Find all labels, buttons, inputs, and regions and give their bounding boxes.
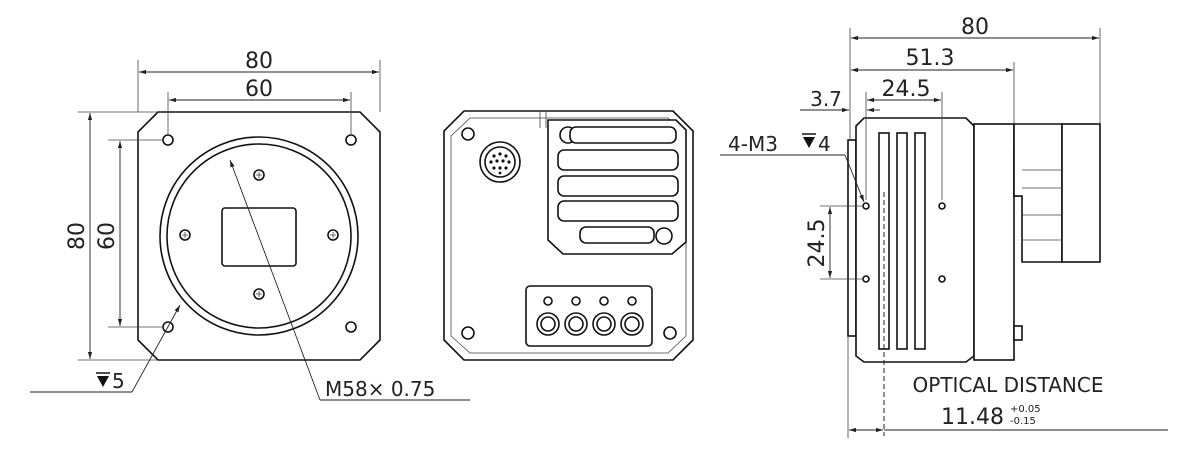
rear-hole-br [663, 326, 677, 340]
side-fin-2 [896, 132, 908, 350]
thread-spec-leader [844, 154, 865, 203]
front-height-outer-label: 80 [65, 222, 90, 250]
mount-thread-leader [229, 159, 321, 401]
side-hole-offset-label: 24.5 [882, 77, 931, 102]
side-hole-2 [862, 275, 870, 283]
optical-distance-tol-plus: +0.05 [1010, 404, 1041, 415]
rear-hole-tl [461, 127, 475, 141]
thread-depth-label: 4 [818, 132, 831, 156]
optical-distance-value: 11.48 [941, 405, 1004, 430]
front-hole-br [345, 321, 357, 333]
side-view: 80 51.3 24.5 3.7 4-M3 4 24.5 OPTICAL [720, 15, 1168, 438]
side-hole-1 [862, 202, 870, 210]
front-view: 80 60 80 60 5 M58× 0.75 [30, 49, 470, 401]
thread-spec-label: 4-M3 [728, 132, 778, 156]
mount-thread-label: M58× 0.75 [325, 377, 435, 401]
side-flange [847, 139, 857, 337]
thread-depth-symbol-icon [802, 133, 816, 148]
side-length-total-label: 80 [961, 15, 989, 40]
side-hole-3 [938, 202, 946, 210]
power-connector [525, 285, 653, 347]
front-width-holes-label: 60 [245, 77, 273, 102]
hole-depth-label: 5 [112, 369, 125, 393]
rear-view [443, 110, 694, 361]
front-width-outer-label: 80 [245, 49, 273, 74]
front-hole-tl [162, 134, 174, 146]
side-hole-spacing-label: 24.5 [805, 219, 830, 268]
mount-screws [179, 169, 339, 300]
rear-hole-bl [461, 326, 475, 340]
rear-panel [547, 119, 687, 255]
front-height-holes-label: 60 [95, 222, 120, 250]
depth-symbol-icon [96, 372, 110, 387]
optical-distance-tol-minus: -0.15 [1010, 416, 1036, 427]
hole-depth-leader [131, 304, 181, 393]
side-length-body-label: 51.3 [906, 46, 955, 71]
side-flange-offset-label: 3.7 [810, 87, 842, 111]
side-hole-4 [938, 275, 946, 283]
side-fin-3 [914, 132, 926, 350]
front-hole-tr [345, 134, 357, 146]
optical-distance-label: OPTICAL DISTANCE [913, 373, 1104, 397]
io-connector-icon [479, 141, 521, 183]
